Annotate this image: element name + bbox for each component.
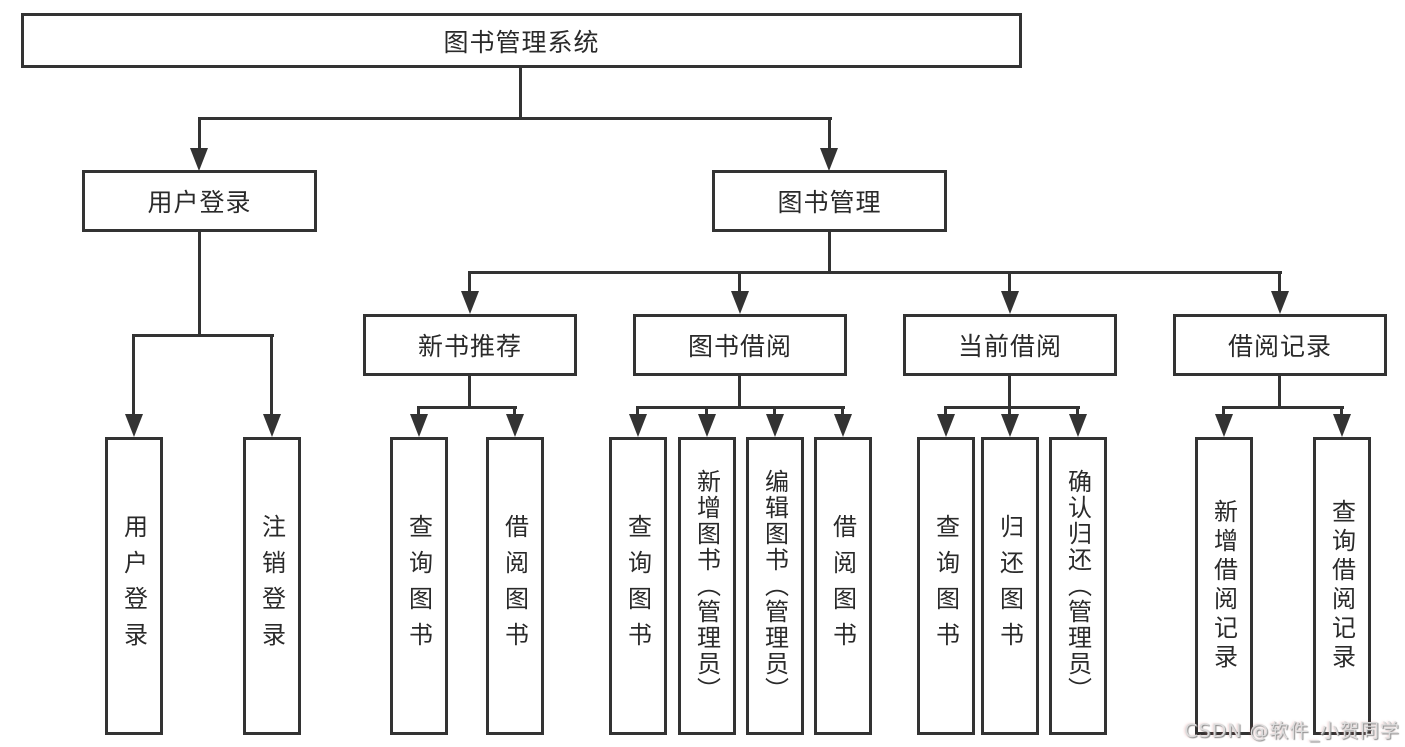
connector-stem (738, 271, 741, 294)
node-new-book-recommend: 新书推荐 (363, 314, 577, 376)
leaf-current-return: 归还图书 (981, 437, 1039, 735)
leaf-record-add: 新增借阅记录 (1195, 437, 1253, 735)
arrowhead-down (1001, 414, 1019, 437)
leaf-user-login: 用户登录 (105, 437, 163, 735)
arrowhead-down (766, 414, 784, 437)
connector-newbook-fork (417, 406, 517, 409)
node-borrow-records: 借阅记录 (1173, 314, 1387, 376)
connector-stem (1222, 406, 1225, 417)
connector-records-fork (1222, 406, 1344, 409)
connector-root-drop (519, 68, 522, 120)
connector-stem (705, 406, 708, 417)
leaf-newbook-query: 查询图书 (390, 437, 448, 735)
connector-current-drop (1008, 376, 1011, 409)
leaf-current-confirm-admin: 确认归还（管理员） (1049, 437, 1107, 735)
connector-stem (198, 117, 201, 151)
connector-stem (132, 334, 135, 417)
connector-stem (1076, 406, 1079, 417)
arrowhead-down (1271, 291, 1289, 314)
connector-bookmgmt-fork (468, 271, 1282, 274)
arrowhead-down (820, 148, 838, 171)
connector-root-fork (198, 117, 832, 120)
connector-stem (944, 406, 947, 417)
arrowhead-down (410, 414, 428, 437)
arrowhead-down (1069, 414, 1087, 437)
arrowhead-down (937, 414, 955, 437)
connector-current-fork (944, 406, 1080, 409)
leaf-record-query: 查询借阅记录 (1313, 437, 1371, 735)
arrowhead-down (1333, 414, 1351, 437)
arrowhead-down (263, 414, 281, 437)
arrowhead-down (834, 414, 852, 437)
node-current-borrow: 当前借阅 (903, 314, 1117, 376)
connector-stem (773, 406, 776, 417)
connector-stem (270, 334, 273, 417)
connector-stem (468, 271, 471, 294)
leaf-current-query: 查询图书 (917, 437, 975, 735)
node-root: 图书管理系统 (21, 13, 1022, 68)
arrowhead-down (506, 414, 524, 437)
connector-stem (1008, 406, 1011, 417)
connector-bookmgmt-drop (828, 232, 831, 274)
csdn-watermark: CSDN @软件_小贺同学 (1184, 720, 1400, 742)
connector-stem (636, 406, 639, 417)
leaf-borrow-edit-admin: 编辑图书（管理员） (746, 437, 804, 735)
connector-stem (417, 406, 420, 417)
arrowhead-down (1215, 414, 1233, 437)
node-book-management: 图书管理 (712, 170, 947, 232)
leaf-borrow-query: 查询图书 (609, 437, 667, 735)
connector-stem (513, 406, 516, 417)
arrowhead-down (461, 291, 479, 314)
connector-stem (828, 117, 831, 151)
arrowhead-down (629, 414, 647, 437)
connector-stem (1340, 406, 1343, 417)
arrowhead-down (125, 414, 143, 437)
connector-stem (1008, 271, 1011, 294)
connector-newbook-drop (468, 376, 471, 409)
node-book-borrow: 图书借阅 (633, 314, 847, 376)
connector-borrow-fork (636, 406, 845, 409)
connector-userlogin-fork (132, 334, 274, 337)
arrowhead-down (190, 148, 208, 171)
connector-records-drop (1278, 376, 1281, 409)
connector-borrow-drop (738, 376, 741, 409)
arrowhead-down (1001, 291, 1019, 314)
leaf-borrow-borrow: 借阅图书 (814, 437, 872, 735)
arrowhead-down (731, 291, 749, 314)
connector-userlogin-drop (198, 232, 201, 337)
connector-stem (1278, 271, 1281, 294)
arrowhead-down (698, 414, 716, 437)
node-user-login: 用户登录 (82, 170, 317, 232)
leaf-borrow-add-admin: 新增图书（管理员） (678, 437, 736, 735)
leaf-newbook-borrow: 借阅图书 (486, 437, 544, 735)
leaf-logout: 注销登录 (243, 437, 301, 735)
connector-stem (841, 406, 844, 417)
